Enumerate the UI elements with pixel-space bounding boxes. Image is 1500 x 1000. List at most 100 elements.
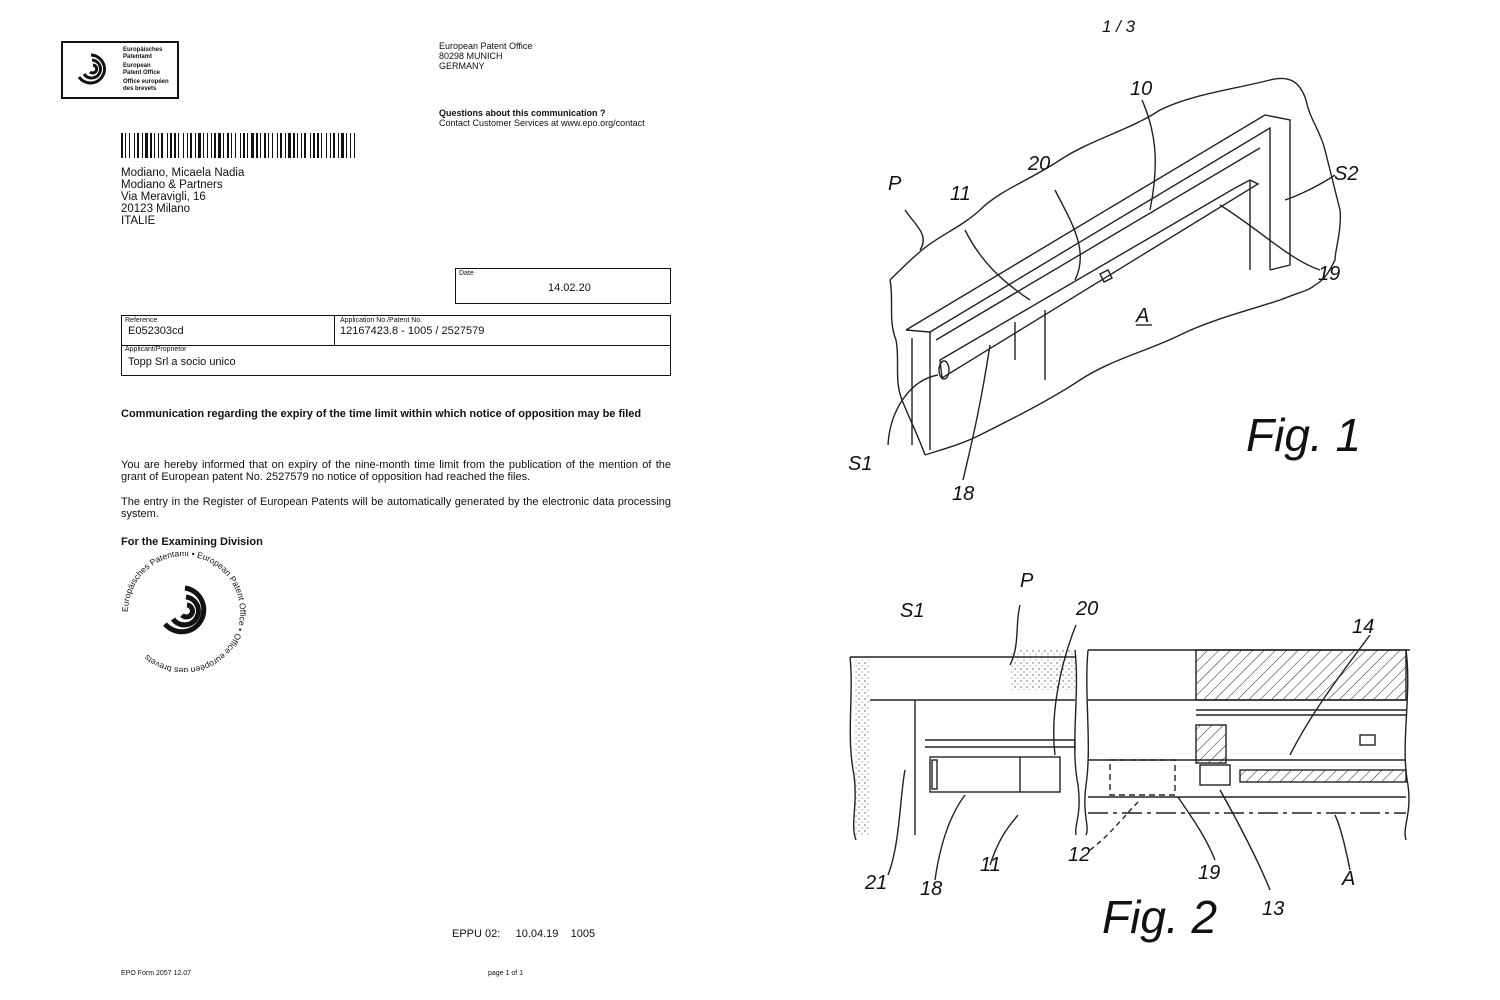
questions-block: Questions about this communication ? Con…	[439, 108, 645, 128]
fig1-caption: Fig. 1	[1246, 409, 1362, 461]
barcode-bar	[256, 133, 258, 158]
fig1-label-s2: S2	[1334, 163, 1358, 185]
barcode-bar	[243, 133, 245, 158]
barcode-bar	[321, 133, 322, 158]
fig2-label-20: 20	[1075, 598, 1098, 620]
barcode-bar	[227, 133, 229, 158]
body-paragraph-2: The entry in the Register of European Pa…	[121, 496, 671, 520]
epo-logo-wordmark: Europäisches Patentamt European Patent O…	[123, 47, 169, 92]
barcode-bar	[285, 133, 286, 158]
barcode-bar	[161, 133, 163, 158]
barcode-bar	[145, 133, 148, 158]
barcode-bar	[203, 133, 204, 158]
barcode-bar	[174, 133, 176, 158]
fig1-label-10: 10	[1130, 78, 1152, 100]
barcode-bar	[198, 133, 201, 158]
date-field: Date 14.02.20	[455, 268, 671, 304]
barcode-bar	[154, 133, 155, 158]
fig1-label-20: 20	[1027, 153, 1050, 175]
barcode-bar	[354, 133, 355, 158]
barcode-bar	[211, 133, 212, 158]
seal-emblem-icon	[163, 585, 207, 635]
fig1-label-11: 11	[950, 183, 971, 205]
epo-seal: Europäisches Patentamt • European Patent…	[120, 552, 248, 672]
barcode-bar	[129, 133, 130, 158]
barcode-bar	[268, 133, 269, 158]
form-id: EPO Form 2057 12.07	[121, 970, 192, 977]
barcode-bar	[341, 133, 344, 158]
barcode-bar	[301, 133, 302, 158]
reference-label: Reference	[125, 317, 158, 324]
barcode-bar	[218, 133, 221, 158]
barcode-bar	[235, 133, 236, 158]
barcode-bar	[338, 133, 339, 158]
barcode-bar	[326, 133, 327, 158]
barcode-bar	[137, 133, 139, 158]
barcode-bar	[158, 133, 159, 158]
barcode-bar	[231, 133, 232, 158]
footer-code: EPPU 02: 10.04.19 1005	[452, 928, 596, 940]
barcode	[121, 133, 355, 158]
reference-table: Reference E052303cd Application No./Pate…	[121, 315, 671, 376]
seal-text: Europäisches Patentamt • European Patent…	[120, 552, 248, 672]
barcode-bar	[260, 133, 261, 158]
applicant-value: Topp Srl a socio unico	[128, 356, 236, 368]
barcode-bar	[240, 133, 241, 158]
fig2-label-18: 18	[920, 878, 942, 900]
reference-value: E052303cd	[128, 325, 184, 337]
fig2-label-21: 21	[864, 872, 887, 894]
barcode-bar	[121, 133, 123, 158]
fig2-label-a: A	[1341, 868, 1355, 890]
barcode-bar	[272, 133, 273, 158]
barcode-bar	[187, 133, 188, 158]
office-address: European Patent Office 80298 MUNICH GERM…	[439, 41, 533, 71]
fig2-label-13: 13	[1262, 898, 1284, 920]
barcode-bar	[346, 133, 347, 158]
barcode-bar	[167, 133, 168, 158]
barcode-bar	[330, 133, 331, 158]
fig1-label-a: A	[1135, 305, 1149, 327]
barcode-bar	[264, 133, 266, 158]
figure-1-drawing: 10 20 11 P S2 19 A S1 18	[848, 77, 1358, 505]
barcode-bar	[183, 133, 184, 158]
barcode-bar	[247, 133, 248, 158]
barcode-bar	[251, 133, 254, 158]
epo-logo: Europäisches Patentamt European Patent O…	[61, 41, 179, 99]
barcode-bar	[288, 133, 291, 158]
barcode-bar	[310, 133, 311, 158]
barcode-bar	[350, 133, 351, 158]
barcode-bar	[178, 133, 179, 158]
fig2-label-s1: S1	[900, 600, 924, 622]
fig2-label-19: 19	[1198, 862, 1220, 884]
barcode-bar	[190, 133, 192, 158]
applicant-label: Applicant/Proprietor	[125, 346, 187, 353]
questions-contact: Contact Customer Services at www.epo.org…	[439, 118, 645, 128]
fig1-label-s1: S1	[848, 453, 872, 475]
barcode-bar	[304, 133, 306, 158]
fig1-label-p: P	[888, 173, 902, 195]
body-paragraph-1: You are hereby informed that on expiry o…	[121, 459, 671, 483]
figure-2-drawing: P S1 20 14 21 18 11 12 19 13 A	[849, 570, 1410, 920]
barcode-bar	[125, 133, 126, 158]
fig2-label-12: 12	[1068, 844, 1090, 866]
barcode-bar	[150, 133, 152, 158]
barcode-bar	[170, 133, 172, 158]
sheet-number: 1 / 3	[1102, 17, 1136, 36]
epo-emblem-icon	[77, 53, 106, 85]
fig2-label-14: 14	[1352, 616, 1374, 638]
page-info: page 1 of 1	[488, 970, 524, 977]
barcode-bar	[297, 133, 298, 158]
barcode-bar	[214, 133, 216, 158]
barcode-bar	[313, 133, 315, 158]
fig1-label-18: 18	[952, 483, 974, 505]
barcode-bar	[280, 133, 282, 158]
barcode-bar	[207, 133, 208, 158]
recipient-address: Modiano, Micaela Nadia Modiano & Partner…	[121, 167, 245, 227]
fig2-label-11: 11	[980, 854, 1001, 876]
barcode-bar	[317, 133, 319, 158]
barcode-bar	[134, 133, 135, 158]
barcode-bar	[333, 133, 335, 158]
signoff: For the Examining Division	[121, 536, 263, 548]
barcode-bar	[142, 133, 143, 158]
barcode-bar	[195, 133, 196, 158]
